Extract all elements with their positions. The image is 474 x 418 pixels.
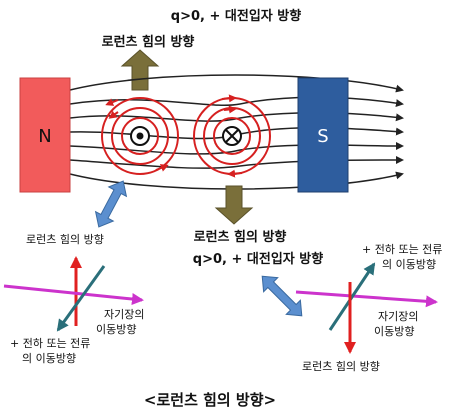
pointer-arrow-left bbox=[94, 180, 128, 228]
middle-charge-label: q>0, + 대전입자 방향 bbox=[193, 251, 323, 267]
field-circle bbox=[101, 97, 179, 175]
top-charge-label: q>0, + 대전입자 방향 bbox=[171, 8, 301, 24]
field-line bbox=[69, 156, 404, 169]
middle-force-label: 로런츠 힘의 방향 bbox=[194, 229, 287, 245]
field-direction-arrow bbox=[223, 105, 237, 114]
right-field-vector-arrow bbox=[295, 290, 438, 308]
right-field-label-line1: 자기장의 bbox=[378, 310, 418, 323]
field-lines bbox=[69, 74, 404, 190]
field-line bbox=[69, 74, 404, 93]
field-direction-arrow bbox=[155, 164, 169, 172]
right-field-label-line2: 이동방향 bbox=[374, 325, 414, 338]
field-line bbox=[69, 111, 404, 122]
diagram-caption: <로런츠 힘의 방향> bbox=[144, 391, 276, 409]
right-current-label-line1: + 전하 또는 전류 bbox=[362, 242, 442, 256]
circular-field-left bbox=[101, 97, 179, 175]
field-direction-arrow bbox=[227, 169, 243, 178]
wire-out-of-page bbox=[130, 126, 150, 146]
south-magnet bbox=[297, 77, 349, 193]
top-force-label: 로런츠 힘의 방향 bbox=[102, 34, 195, 50]
right-current-label-line2: 의 이동방향 bbox=[382, 258, 436, 271]
field-circle bbox=[213, 117, 251, 155]
right-current-vector-arrow bbox=[328, 262, 376, 331]
left-current-vector-arrow bbox=[56, 265, 106, 332]
wire-into-page bbox=[222, 126, 242, 146]
field-direction-arrow bbox=[108, 110, 119, 119]
force-up-arrow bbox=[120, 49, 160, 91]
pointer-arrow-right bbox=[261, 275, 303, 317]
left-current-label-line2: 의 이동방향 bbox=[22, 352, 76, 365]
left-field-label-line1: 자기장의 bbox=[104, 308, 144, 321]
south-label: S bbox=[317, 126, 328, 147]
field-line bbox=[69, 141, 404, 155]
left-current-label-line1: + 전하 또는 전류 bbox=[10, 336, 90, 350]
field-direction-arrow bbox=[105, 98, 119, 106]
dot-center bbox=[136, 132, 144, 140]
field-direction-arrow bbox=[221, 94, 237, 103]
north-label: N bbox=[38, 126, 51, 147]
left-field-label-line2: 이동방향 bbox=[96, 323, 136, 336]
north-magnet bbox=[19, 77, 71, 193]
right-force-label: 로런츠 힘의 방향 bbox=[302, 360, 380, 373]
field-circle bbox=[121, 117, 159, 155]
left-force-label: 로런츠 힘의 방향 bbox=[26, 233, 104, 246]
cross-line bbox=[225, 129, 239, 143]
left-field-vector-arrow bbox=[3, 284, 144, 305]
field-line bbox=[69, 96, 404, 108]
field-circle bbox=[111, 107, 169, 165]
circular-field-right bbox=[193, 94, 271, 178]
force-down-arrow bbox=[214, 185, 254, 225]
